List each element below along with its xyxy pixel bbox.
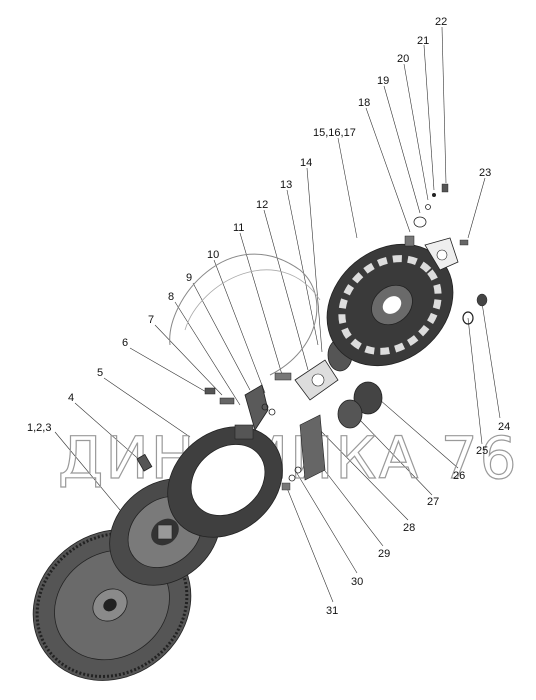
label-9: 9 — [186, 272, 192, 284]
label-8: 8 — [168, 291, 174, 303]
label-20: 20 — [397, 53, 409, 65]
label-30: 30 — [351, 576, 363, 588]
label-27: 27 — [427, 496, 439, 508]
label-13: 13 — [280, 179, 292, 191]
label-14: 14 — [300, 157, 312, 169]
fasteners-part — [404, 183, 469, 271]
pin-part — [136, 453, 153, 472]
callout-labels: 1,2,3 4 5 6 7 8 9 10 11 12 13 14 15,16,1… — [27, 16, 510, 617]
label-6: 6 — [122, 337, 128, 349]
label-28: 28 — [403, 522, 415, 534]
label-22: 22 — [435, 16, 447, 28]
label-5: 5 — [97, 367, 103, 379]
label-19: 19 — [377, 75, 389, 87]
label-4: 4 — [68, 392, 74, 404]
label-1-2-3: 1,2,3 — [27, 422, 51, 434]
bearing-and-springs-part — [281, 293, 488, 491]
label-12: 12 — [256, 199, 268, 211]
label-11: 11 — [233, 222, 244, 234]
label-29: 29 — [378, 548, 390, 560]
label-24: 24 — [498, 421, 510, 433]
label-15-16-17: 15,16,17 — [313, 127, 356, 139]
label-31: 31 — [326, 605, 338, 617]
label-23: 23 — [479, 167, 491, 179]
clutch-housing-part — [326, 243, 454, 367]
label-10: 10 — [207, 249, 219, 261]
release-levers-part — [169, 253, 321, 431]
label-18: 18 — [358, 97, 370, 109]
label-25: 25 — [476, 445, 488, 457]
support-plate-part — [294, 338, 353, 401]
leader-lines — [54, 26, 501, 603]
pressure-plate-part — [167, 424, 283, 538]
label-26: 26 — [453, 470, 465, 482]
watermark-text: ДИНАМИКА 76 — [58, 424, 519, 492]
label-7: 7 — [148, 314, 154, 326]
label-21: 21 — [417, 35, 429, 47]
